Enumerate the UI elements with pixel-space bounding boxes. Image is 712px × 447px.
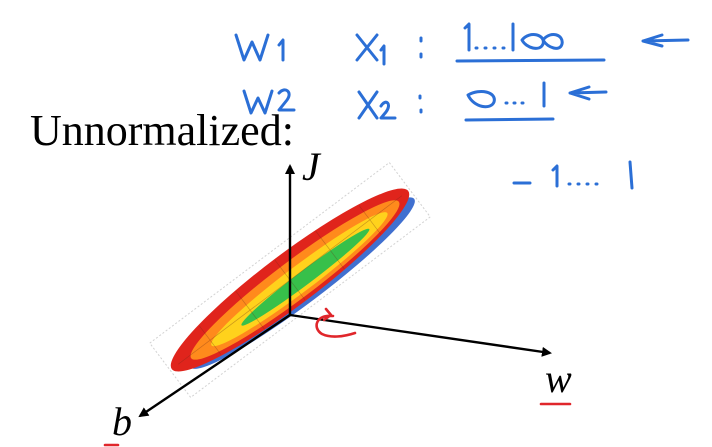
axis-label-b: b <box>112 399 132 444</box>
axes <box>138 164 552 418</box>
axis-label-w: w <box>545 356 572 401</box>
diagram-title: Unnormalized: <box>30 106 294 155</box>
axis-w <box>289 313 552 357</box>
note-w2 <box>242 88 296 115</box>
handwritten-notes <box>234 22 690 190</box>
note-range-1-1000 <box>455 22 690 63</box>
note-x1 <box>355 33 423 66</box>
note-range-neg1-1 <box>512 160 634 190</box>
red-annotations <box>103 307 572 447</box>
note-range-0-1 <box>464 81 608 122</box>
note-x2 <box>357 90 423 120</box>
surface-contour-core <box>241 228 370 326</box>
minimum-circle-mark <box>315 307 357 338</box>
axis-label-j: J <box>302 144 322 189</box>
note-w1 <box>234 33 285 62</box>
axis-b <box>138 314 291 418</box>
